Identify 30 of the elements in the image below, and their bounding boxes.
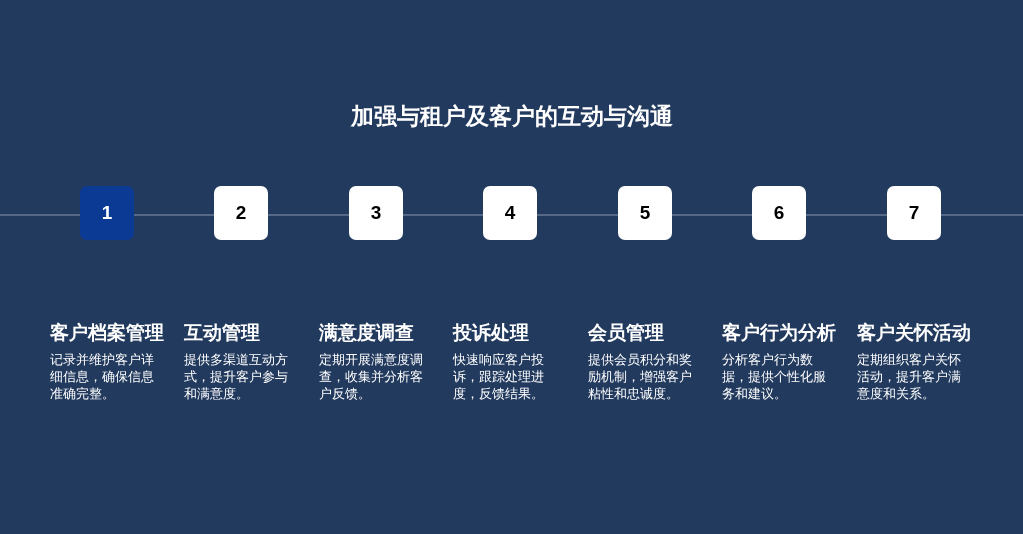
step-description: 记录并维护客户详细信息，确保信息准确完整。 [50,351,155,402]
step-description: 快速响应客户投诉，跟踪处理进度，反馈结果。 [453,351,545,402]
step-number-box: 6 [752,186,806,240]
step-heading: 互动管理 [184,320,261,344]
timeline-line [402,214,484,216]
timeline-line [133,214,215,216]
timeline-line [536,214,619,216]
timeline-line [940,214,1023,216]
step-heading: 投诉处理 [453,320,530,344]
step-heading: 客户行为分析 [722,320,837,344]
title: 加强与租户及客户的互动与沟通 [350,103,673,129]
step-heading: 会员管理 [588,320,665,344]
timeline-line [671,214,753,216]
step-description: 定期组织客户关怀活动，提升客户满意度和关系。 [857,351,962,402]
timeline-line [0,214,81,216]
step-description: 提供多渠道互动方式，提升客户参与和满意度。 [184,351,289,402]
step-description: 分析客户行为数据，提供个性化服务和建议。 [722,351,827,402]
step-heading: 客户档案管理 [50,320,165,344]
step-number-box: 1 [80,186,134,240]
step-number-box: 4 [483,186,537,240]
step-number-box: 7 [887,186,941,240]
step-description: 定期开展满意度调查，收集并分析客户反馈。 [319,351,424,402]
step-heading: 客户关怀活动 [857,320,972,344]
timeline-line [267,214,350,216]
step-number-box: 2 [214,186,268,240]
step-number-box: 5 [618,186,672,240]
step-heading: 满意度调查 [319,320,415,344]
step-number-box: 3 [349,186,403,240]
step-description: 提供会员积分和奖励机制，增强客户粘性和忠诚度。 [588,351,693,402]
timeline-line [805,214,888,216]
